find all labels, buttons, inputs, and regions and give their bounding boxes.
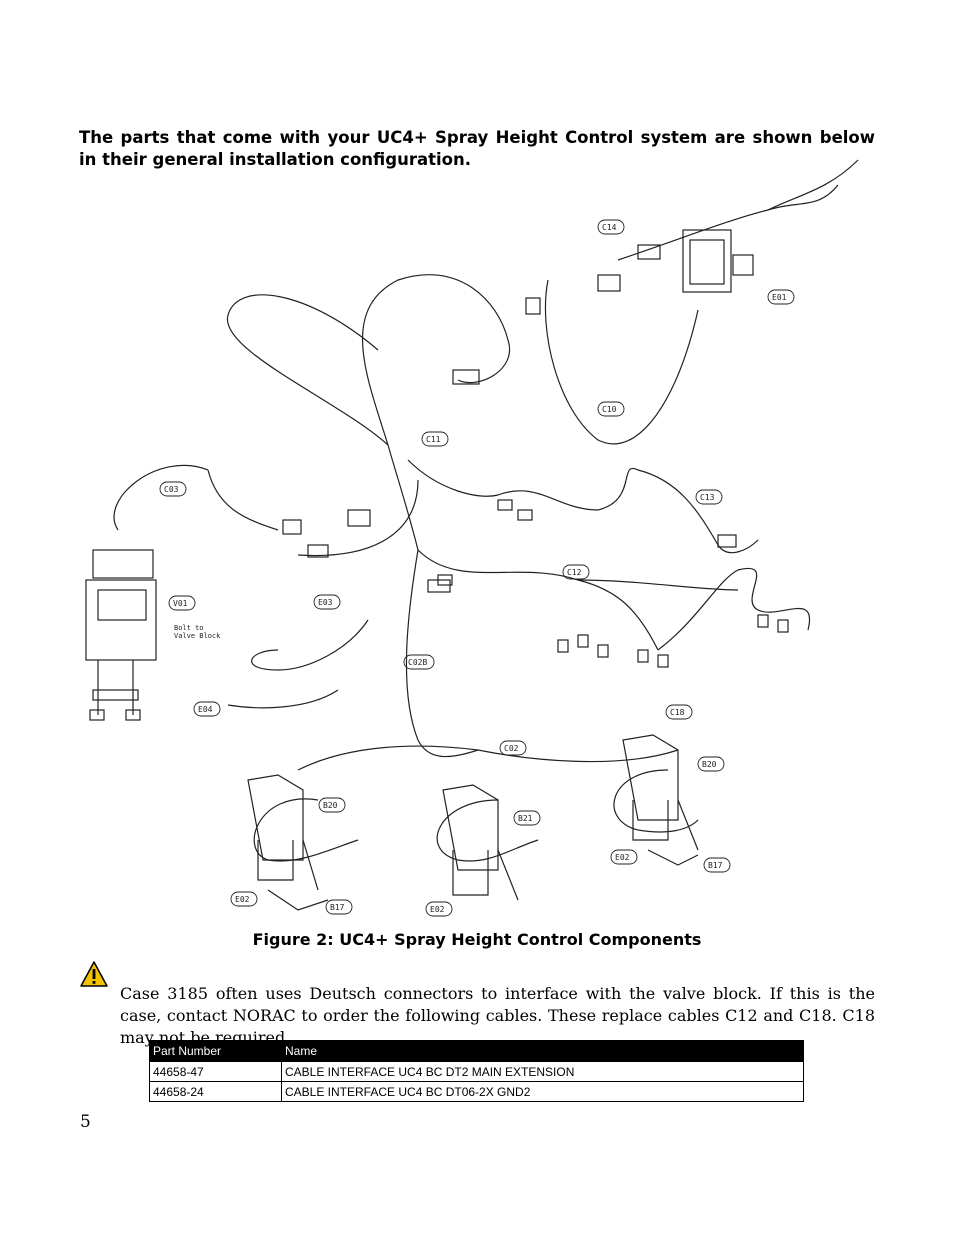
table-row: 44658-47 CABLE INTERFACE UC4 BC DT2 MAIN… bbox=[149, 1061, 804, 1082]
components-diagram: C14 E01 C10 C11 C03 C13 C12 V01 E03 C02B… bbox=[78, 150, 878, 920]
svg-text:Valve Block: Valve Block bbox=[174, 632, 221, 640]
column-header-name: Name bbox=[281, 1040, 804, 1062]
part-name-cell: CABLE INTERFACE UC4 BC DT2 MAIN EXTENSIO… bbox=[281, 1061, 804, 1082]
intro-text: The parts that come with your UC4+ Spray… bbox=[79, 127, 875, 169]
svg-text:C02: C02 bbox=[504, 744, 519, 753]
svg-text:Bolt to: Bolt to bbox=[174, 624, 204, 632]
svg-text:E04: E04 bbox=[198, 705, 213, 714]
svg-text:C02B: C02B bbox=[408, 658, 427, 667]
svg-text:B17: B17 bbox=[330, 903, 345, 912]
svg-text:E02: E02 bbox=[615, 853, 630, 862]
svg-text:C18: C18 bbox=[670, 708, 685, 717]
svg-text:B21: B21 bbox=[518, 814, 533, 823]
svg-text:B20: B20 bbox=[702, 760, 717, 769]
svg-text:E01: E01 bbox=[772, 293, 787, 302]
warning-icon bbox=[80, 961, 108, 987]
svg-text:E03: E03 bbox=[318, 598, 333, 607]
svg-text:E02: E02 bbox=[430, 905, 445, 914]
svg-text:C11: C11 bbox=[426, 435, 441, 444]
cable-table: Part Number Name 44658-47 CABLE INTERFAC… bbox=[149, 1040, 804, 1102]
part-number-cell: 44658-24 bbox=[149, 1081, 282, 1102]
svg-text:C12: C12 bbox=[567, 568, 582, 577]
diagram-labels: C14 E01 C10 C11 C03 C13 C12 V01 E03 C02B… bbox=[164, 223, 787, 914]
part-number-cell: 44658-47 bbox=[149, 1061, 282, 1082]
svg-text:C13: C13 bbox=[700, 493, 715, 502]
figure-caption: Figure 2: UC4+ Spray Height Control Comp… bbox=[252, 930, 702, 949]
svg-text:V01: V01 bbox=[173, 599, 188, 608]
table-row: 44658-24 CABLE INTERFACE UC4 BC DT06-2X … bbox=[149, 1081, 804, 1102]
part-name-cell: CABLE INTERFACE UC4 BC DT06-2X GND2 bbox=[281, 1081, 804, 1102]
svg-text:C10: C10 bbox=[602, 405, 617, 414]
svg-text:C03: C03 bbox=[164, 485, 179, 494]
table-header-row: Part Number Name bbox=[149, 1040, 804, 1062]
svg-text:C14: C14 bbox=[602, 223, 617, 232]
svg-text:B20: B20 bbox=[323, 801, 338, 810]
svg-text:E02: E02 bbox=[235, 895, 250, 904]
page-number: 5 bbox=[80, 1112, 91, 1132]
column-header-part-number: Part Number bbox=[149, 1040, 282, 1062]
svg-text:B17: B17 bbox=[708, 861, 723, 870]
